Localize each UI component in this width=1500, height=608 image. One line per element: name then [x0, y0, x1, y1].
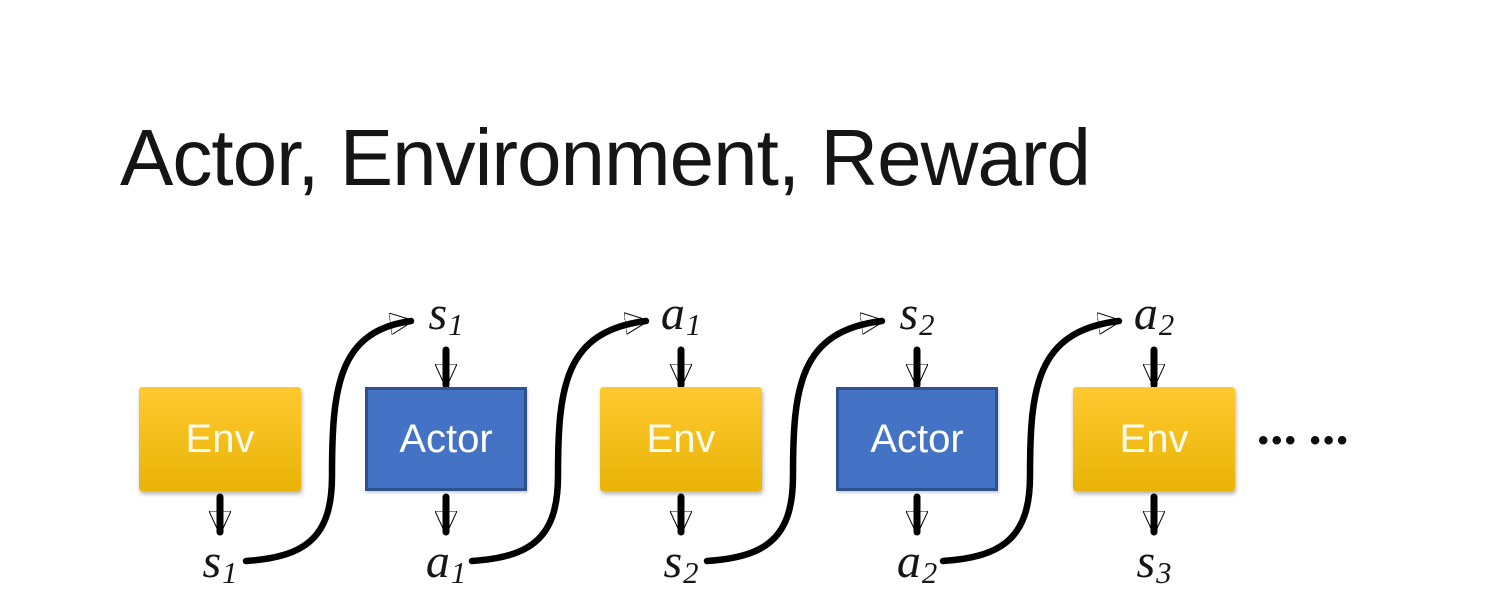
label-s2-top: s2: [899, 287, 935, 343]
label-s1-top: s1: [428, 287, 464, 343]
env-box-3-label: Env: [1119, 416, 1189, 461]
label-a2-bottom: a2: [896, 535, 938, 591]
actor-box-1: Actor: [365, 387, 527, 491]
actor-box-1-label: Actor: [399, 416, 493, 461]
label-s1-bottom: s1: [202, 535, 238, 591]
slide-title: Actor, Environment, Reward: [120, 113, 1091, 202]
label-a2-top: a2: [1133, 287, 1175, 343]
env-box-2-label: Env: [646, 416, 716, 461]
label-a1-bottom: a1: [425, 535, 467, 591]
env-box-1-label: Env: [185, 416, 255, 461]
label-s2-bottom: s2: [663, 535, 699, 591]
label-a1-top: a1: [660, 287, 702, 343]
label-s3-bottom: s3: [1136, 535, 1172, 591]
env-box-1: Env: [139, 387, 301, 491]
env-box-2: Env: [600, 387, 762, 491]
actor-box-2: Actor: [836, 387, 998, 491]
continuation-dots: ••• •••: [1258, 424, 1351, 457]
env-box-3: Env: [1073, 387, 1235, 491]
actor-box-2-label: Actor: [870, 416, 964, 461]
